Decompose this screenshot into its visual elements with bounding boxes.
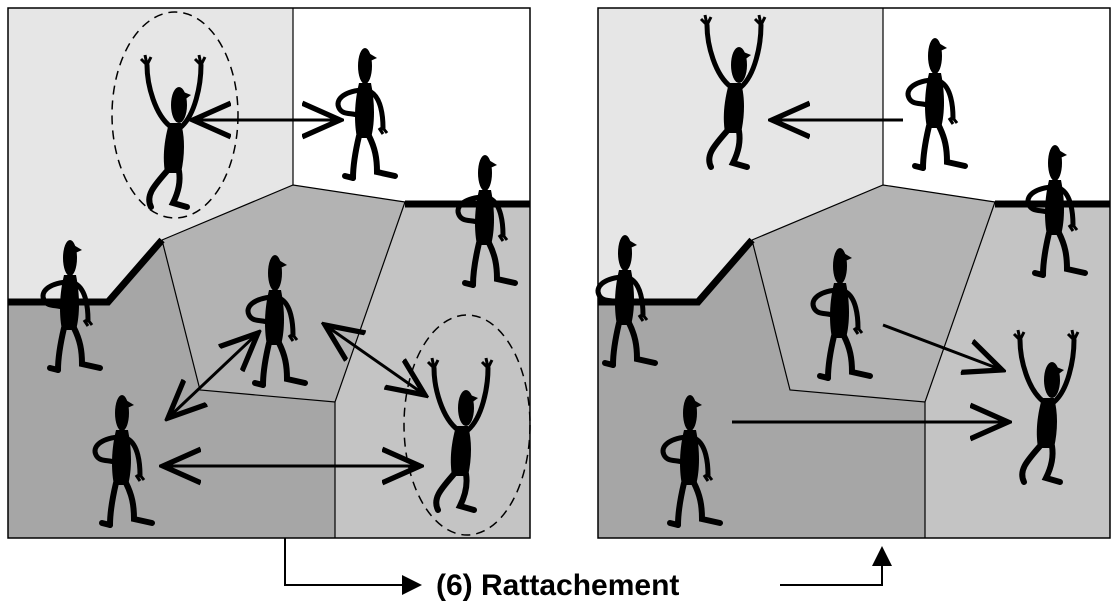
transition-connector [284,538,892,595]
caption-text: (6) Rattachement [436,569,680,602]
wall-segment [8,237,165,306]
arrow-icon [882,323,1002,370]
panel-before [7,7,531,539]
diagram-caption: (6) Rattachement [0,568,1113,602]
panel-after [598,7,1111,539]
arrow-icon [168,333,258,418]
dashed-selection-outline [403,314,531,536]
arrow-icon [325,325,425,395]
